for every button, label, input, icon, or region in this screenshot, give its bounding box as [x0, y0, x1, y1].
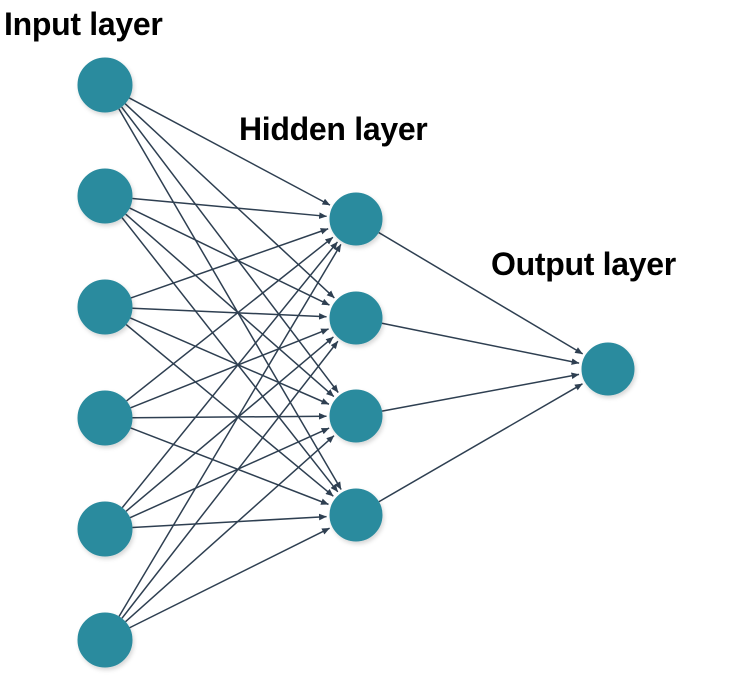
- edge-i5-h1: [121, 241, 339, 509]
- edge-i2-h4: [121, 217, 339, 493]
- edge-i5-h2: [125, 336, 334, 512]
- edge-i4-h3: [132, 412, 327, 420]
- edge-i6-h4: [129, 527, 330, 629]
- edge-h2-o1: [381, 322, 580, 365]
- hidden-layer-nodes: [329, 192, 383, 542]
- edge-i2-h2: [129, 207, 330, 306]
- edge-h3-o1: [381, 372, 580, 412]
- input-node-4: [77, 390, 133, 446]
- edge-i3-h1: [130, 228, 329, 299]
- output-layer-label: Output layer: [491, 246, 676, 282]
- output-layer-nodes: [581, 342, 635, 396]
- edge-i5-h4: [132, 513, 327, 529]
- edges-hidden-to-output: [378, 231, 584, 503]
- hidden-layer-label: Hidden layer: [239, 111, 428, 147]
- edge-i2-h3: [125, 213, 335, 398]
- input-node-6: [77, 612, 133, 668]
- edge-i3-h4: [125, 323, 334, 497]
- edge-i3-h2: [132, 307, 327, 320]
- edge-h1-o1: [378, 231, 584, 355]
- edges-input-to-hidden: [118, 97, 342, 629]
- edge-i5-h3: [129, 427, 330, 519]
- input-layer-label: Input layer: [4, 6, 163, 42]
- edge-i4-h1: [126, 236, 334, 402]
- hidden-node-4: [329, 488, 383, 542]
- edge-i1-h1: [128, 97, 331, 206]
- input-node-1: [77, 57, 133, 113]
- edge-i1-h3: [121, 106, 339, 393]
- edge-i4-h4: [130, 427, 329, 506]
- edge-h4-o1: [378, 383, 583, 503]
- edge-i4-h2: [130, 328, 329, 409]
- input-node-5: [77, 501, 133, 557]
- hidden-node-3: [329, 389, 383, 443]
- edge-i1-h4: [118, 108, 342, 490]
- hidden-node-1: [329, 192, 383, 246]
- edge-i1-h2: [124, 103, 335, 299]
- edge-i3-h3: [129, 317, 330, 405]
- input-node-3: [77, 279, 133, 335]
- edge-i2-h1: [132, 197, 327, 219]
- output-node-1: [581, 342, 635, 396]
- input-layer-nodes: [77, 57, 133, 668]
- edge-i6-h2: [121, 340, 339, 619]
- edge-i6-h3: [125, 435, 335, 623]
- hidden-node-2: [329, 291, 383, 345]
- input-node-2: [77, 168, 133, 224]
- edge-i6-h1: [118, 243, 342, 617]
